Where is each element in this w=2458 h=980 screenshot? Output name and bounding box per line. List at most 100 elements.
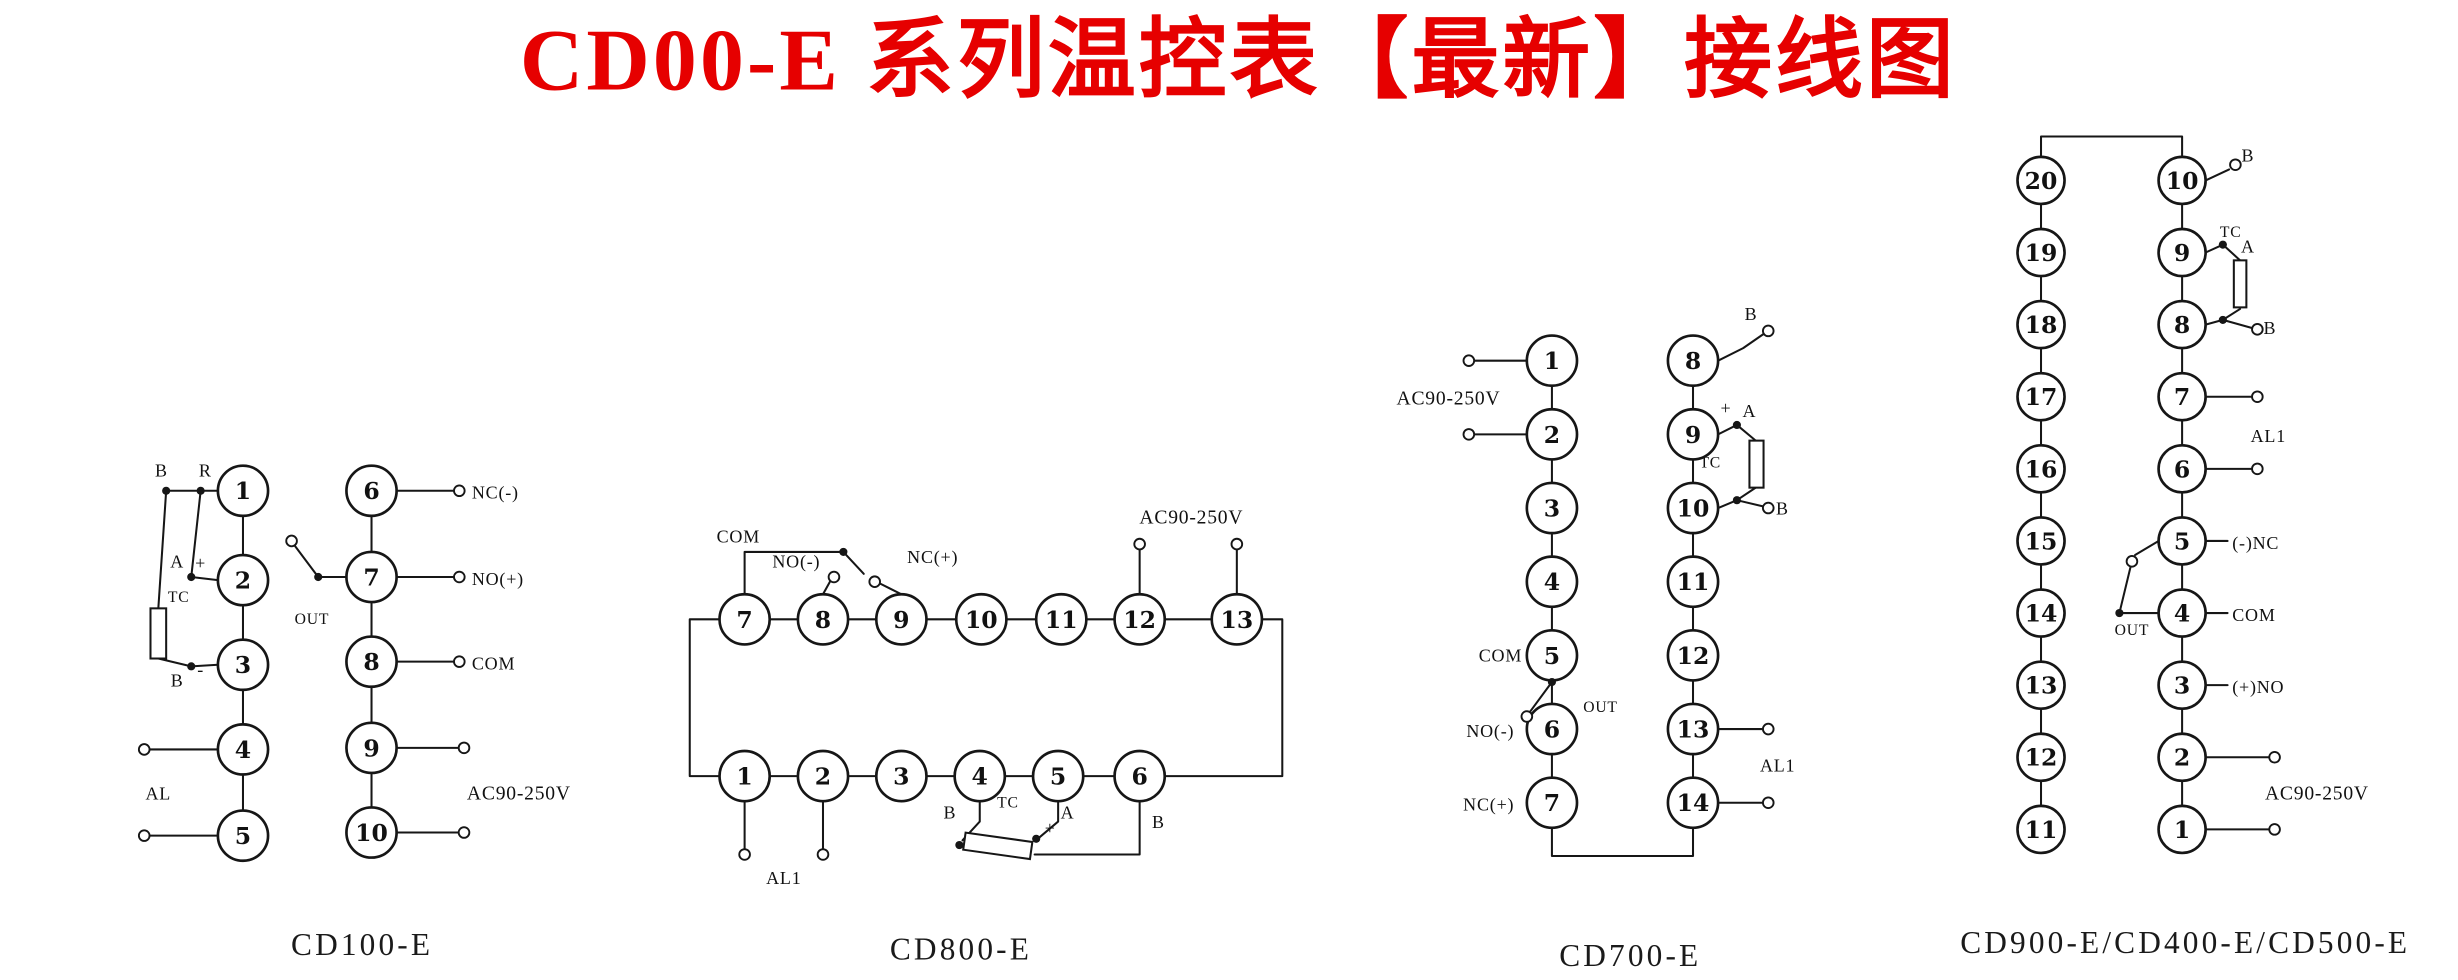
diagram-cd900-e-cd400-e-cd500-e: 2019181716151413121110987654321BTCABAL1(… [1960,135,2410,960]
diagram-label: AL1 [2251,426,2286,446]
junction-dot-icon [162,486,171,495]
terminal-12 [1113,592,1167,646]
terminal-10 [1666,481,1720,535]
wire [2204,168,2231,182]
terminal-number-15: 15 [2025,527,2058,555]
diagram-label: OUT [2115,622,2150,639]
wire [1033,800,1141,856]
connection-point-icon [1462,354,1476,367]
terminal-number-1: 1 [235,477,251,505]
connection-point-icon [457,741,471,755]
wire [2134,539,2160,557]
terminal-3 [216,638,270,692]
diagram-label: A [1743,401,1757,421]
terminal-6 [345,464,398,518]
terminal-number-12: 12 [1123,606,1156,634]
terminal-number-4: 4 [1544,568,1560,596]
diagram-label: AL1 [766,868,801,888]
diagram-label: COM [472,653,515,673]
terminal-number-9: 9 [2174,239,2190,267]
sensor-element-icon [1748,439,1765,489]
connection-point-icon [816,848,830,861]
terminal-3 [1525,481,1579,535]
page-title: CD00-E 系列温控表【最新】接线图 [520,11,1957,108]
terminal-13 [1666,702,1720,756]
junction-dot-icon [1732,496,1741,505]
terminal-10 [954,592,1008,646]
connection-point-icon [1761,796,1775,810]
terminal-number-4: 4 [972,763,988,791]
terminal-8 [2157,299,2207,350]
terminal-3 [874,749,928,803]
diagram-label: TC [168,589,190,606]
diagram-label: B [155,461,168,481]
terminal-4 [1525,555,1579,609]
terminal-11 [1666,555,1720,609]
terminal-16 [2016,443,2066,494]
diagram-label: R [199,461,212,481]
connection-point-icon [868,575,881,588]
terminal-13 [2016,660,2066,711]
diagram-label: B [1745,304,1758,324]
terminal-number-2: 2 [1544,421,1560,449]
wire [1163,618,1284,778]
terminal-1 [1525,334,1579,388]
terminal-number-7: 7 [2174,383,2190,411]
diagram-label: TC [2220,224,2242,241]
diagram-label: B [171,671,184,691]
connection-point-icon [2125,555,2139,568]
connection-point-icon [453,655,466,668]
terminal-number-5: 5 [1050,763,1066,791]
terminal-number-4: 4 [2174,600,2190,628]
terminal-number-5: 5 [235,822,251,850]
terminal-number-12: 12 [2025,744,2058,772]
terminal-1 [718,749,772,803]
terminal-7 [345,550,398,604]
diagram-label: TC [997,794,1019,811]
terminal-number-7: 7 [736,606,752,634]
connection-point-icon [1761,722,1775,736]
terminal-number-16: 16 [2025,455,2058,483]
terminal-20 [2016,155,2066,206]
connection-point-icon [827,570,841,584]
connection-point-icon [738,848,751,861]
terminal-number-3: 3 [235,651,251,679]
junction-dot-icon [839,547,848,556]
terminal-number-1: 1 [2174,816,2190,844]
terminal-number-13: 13 [1220,606,1253,634]
connection-point-icon [2268,823,2281,836]
terminal-8 [1666,334,1720,388]
connection-point-icon [2268,751,2281,764]
diagram-label: B [1152,812,1165,832]
terminal-7 [1525,776,1579,830]
junction-dot-icon [187,662,196,671]
diagram-label: (-)NC [2232,533,2279,554]
diagram-label: AC90-250V [2265,784,2369,805]
connection-point-icon [285,534,298,548]
terminal-number-5: 5 [1544,642,1560,670]
terminal-number-3: 3 [1544,494,1560,522]
connection-point-icon [1520,710,1534,723]
diagram-caption: CD800-E [890,931,1032,966]
wire [1735,499,1765,508]
terminal-10 [345,806,398,859]
junction-dot-icon [196,486,205,495]
terminal-number-10: 10 [355,819,388,847]
diagram-label: OUT [295,611,330,628]
wire [821,579,832,596]
terminal-number-7: 7 [1544,789,1560,817]
connection-point-icon [2251,323,2264,336]
diagram-caption: CD900-E/CD400-E/CD500-E [1960,925,2410,960]
terminal-7 [718,592,772,646]
diagram-label: NO(+) [472,569,524,590]
terminal-number-10: 10 [965,606,998,634]
terminal-number-5: 5 [2174,527,2190,555]
diagram-label: + [1045,818,1056,838]
terminal-6 [2157,443,2207,494]
terminal-2 [796,749,850,803]
terminal-number-2: 2 [815,763,831,791]
diagram-label: + [1720,398,1731,418]
terminal-9 [1666,407,1720,461]
wire [2118,566,2132,615]
